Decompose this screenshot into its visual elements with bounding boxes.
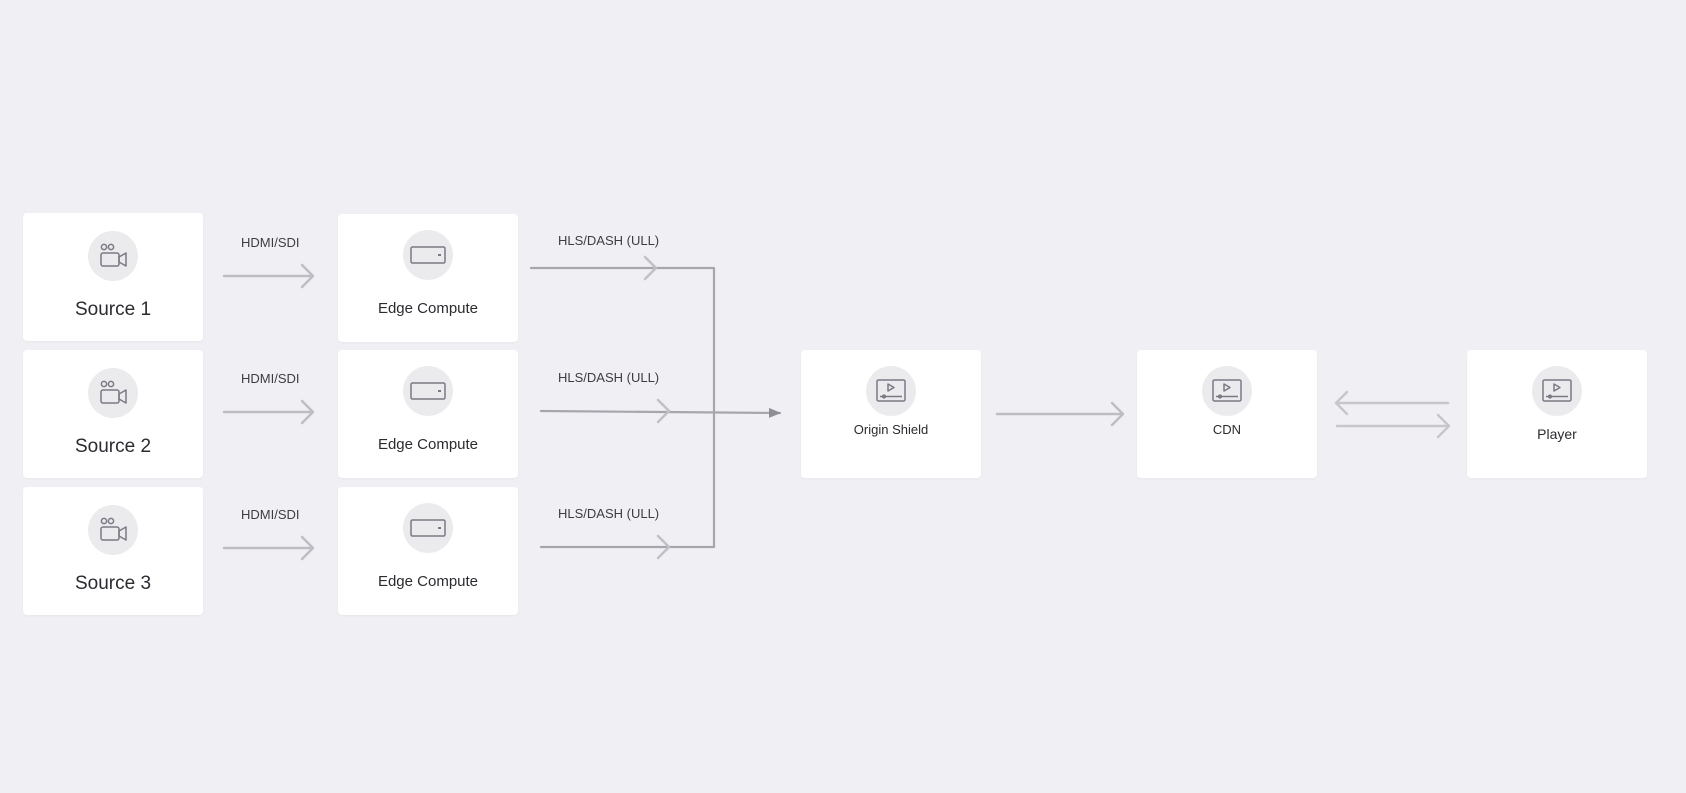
source-label: Source 1 [74,299,152,320]
edge-compute-label: Edge Compute [377,573,479,590]
hdmi-sdi-label-2: HDMI/SDI [241,371,300,386]
source-label: Source 2 [74,436,152,457]
hls-dash-label-3: HLS/DASH (ULL) [558,506,660,521]
source-node-1[interactable]: Source 1 [23,213,203,341]
hls-dash-label-1: HLS/DASH (ULL) [558,233,660,248]
player-node[interactable]: Player [1467,350,1647,478]
cdn-label: CDN [1212,422,1242,437]
cdn-node[interactable]: CDN [1137,350,1317,478]
device-box-icon [403,503,453,553]
source-edge-arrow-1 [222,263,315,289]
source-edge-arrow-2 [222,399,315,425]
source-node-3[interactable]: Source 3 [23,487,203,615]
cdn-player-forward-arrow [1335,413,1451,439]
video-player-icon [866,366,916,416]
source-node-2[interactable]: Source 2 [23,350,203,478]
origin-shield-label: Origin Shield [853,422,929,437]
device-box-icon [403,366,453,416]
device-box-icon [403,230,453,280]
camera-icon [88,368,138,418]
camera-icon [88,231,138,281]
source-label: Source 3 [74,573,152,594]
video-player-icon [1202,366,1252,416]
edge-compute-node-2[interactable]: Edge Compute [338,350,518,478]
camera-icon [88,505,138,555]
edge-compute-label: Edge Compute [377,300,479,317]
edge-origin-chevrons [643,255,671,560]
edge-compute-node-1[interactable]: Edge Compute [338,214,518,342]
edge-origin-connector [529,266,782,549]
origin-shield-node[interactable]: Origin Shield [801,350,981,478]
hdmi-sdi-label-1: HDMI/SDI [241,235,300,250]
edge-compute-node-3[interactable]: Edge Compute [338,487,518,615]
origin-cdn-arrow [995,401,1125,427]
hdmi-sdi-label-3: HDMI/SDI [241,507,300,522]
hls-dash-label-2: HLS/DASH (ULL) [558,370,660,385]
cdn-player-return-arrow [1334,390,1450,416]
source-edge-arrow-3 [222,535,315,561]
edge-compute-label: Edge Compute [377,436,479,453]
player-label: Player [1537,426,1577,442]
video-player-icon [1532,366,1582,416]
